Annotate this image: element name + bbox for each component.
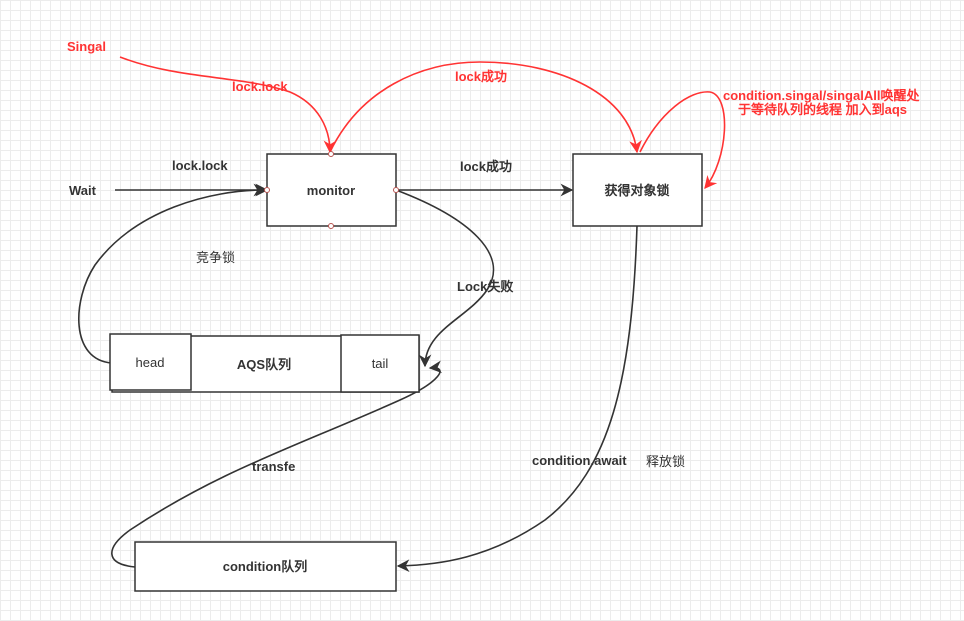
monitor-port-right xyxy=(393,187,399,193)
aqs-queue-label: AQS队列 xyxy=(237,357,291,372)
transfe-label: transfe xyxy=(252,459,295,474)
wait-label: Wait xyxy=(69,183,97,198)
lock-success-label: lock成功 xyxy=(460,159,512,174)
lock-fail-label: Lock失败 xyxy=(457,279,513,294)
monitor-label: monitor xyxy=(307,183,355,198)
compete-lock-label: 竞争锁 xyxy=(196,250,235,265)
aqs-head-label: head xyxy=(136,355,165,370)
acquired-lock-node[interactable]: 获得对象锁 xyxy=(572,153,703,227)
edge-singal-lock-to-monitor xyxy=(119,56,337,154)
edge-acquired-signal-self xyxy=(639,91,726,189)
acquired-lock-label: 获得对象锁 xyxy=(604,183,669,198)
signal-note-line2: 于等待队列的线程 加入到aqs xyxy=(738,102,907,117)
monitor-port-bottom xyxy=(328,223,334,229)
edge-monitor-lock-success-red xyxy=(329,61,642,154)
condition-queue-label: condition队列 xyxy=(223,559,308,574)
release-lock-label: 释放锁 xyxy=(646,454,685,469)
aqs-tail-cell[interactable]: tail xyxy=(340,334,420,393)
monitor-node[interactable]: monitor xyxy=(266,153,397,227)
condition-queue-node[interactable]: condition队列 xyxy=(134,541,397,592)
lock-success-red-label: lock成功 xyxy=(455,69,507,84)
signal-note-line1: condition.singal/singalAll唤醒处 xyxy=(723,88,920,103)
lock-lock-label: lock.lock xyxy=(172,158,228,173)
edge-condition-transfe-to-tail xyxy=(111,360,443,568)
edge-lock-fail-to-tail xyxy=(395,189,495,368)
monitor-port-top xyxy=(328,151,334,157)
monitor-port-left xyxy=(264,187,270,193)
edge-head-compete-to-monitor xyxy=(78,183,267,364)
aqs-head-cell[interactable]: head xyxy=(109,333,192,391)
aqs-tail-label: tail xyxy=(372,356,389,371)
edge-acquired-await-to-condition xyxy=(396,225,638,573)
lock-lock-red-label: lock.lock xyxy=(232,79,288,94)
singal-label: Singal xyxy=(67,39,106,54)
condition-await-label: condition.await xyxy=(532,453,627,468)
